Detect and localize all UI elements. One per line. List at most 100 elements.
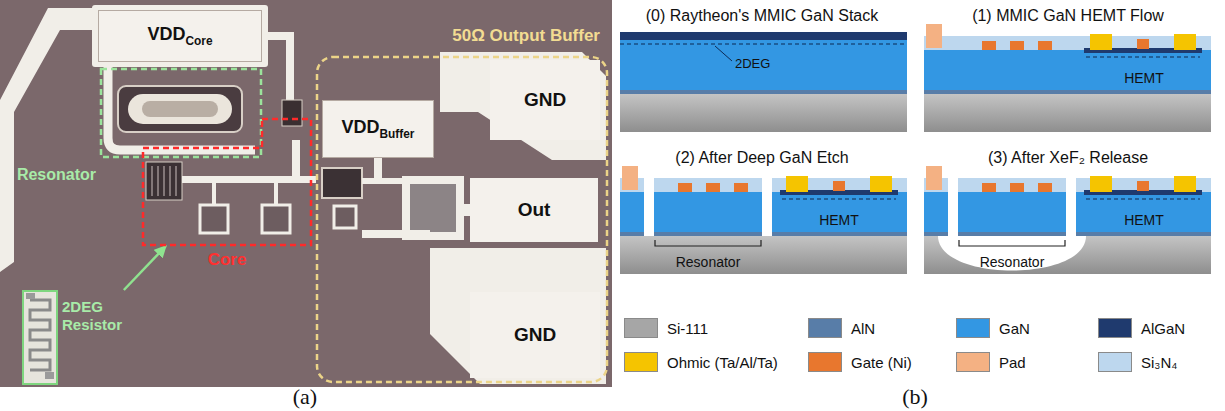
pad-subscript: Core <box>185 34 212 48</box>
legend-entry: Si₃N₄ <box>1098 352 1177 372</box>
micrograph <box>262 36 290 100</box>
legend-entry: Pad <box>956 352 1026 372</box>
node-text: VDD <box>147 24 185 44</box>
label-text-group: GND <box>524 89 566 111</box>
resonator-region: Resonator <box>100 68 262 158</box>
pointer-arrow <box>124 246 166 290</box>
region-outline <box>100 68 262 158</box>
bond-pad: VDDCore <box>98 10 262 62</box>
micrograph <box>292 140 300 178</box>
legend-swatch <box>808 352 842 372</box>
device-label: Resonator <box>962 254 1062 270</box>
node-label: 50Ω Output Buffer <box>316 26 600 46</box>
cross-section-1 <box>924 24 1211 132</box>
device-label: HEMT <box>815 212 863 228</box>
legend-entry: AlN <box>808 318 875 338</box>
cross-section-3 <box>948 174 1076 236</box>
cross-section-0 <box>620 90 907 94</box>
node-text: Out <box>518 199 551 220</box>
node-label: Core <box>142 250 312 270</box>
node-text: Core <box>208 250 247 269</box>
device-label: Resonator <box>658 254 758 270</box>
legend-entry: Gate (Ni) <box>808 352 912 372</box>
micrograph <box>0 0 612 387</box>
micrograph <box>440 52 606 160</box>
ground-pad: GND <box>490 60 600 140</box>
micrograph <box>262 205 290 233</box>
node-label: VDDBuffer <box>323 101 433 157</box>
label-text-group: Resonator <box>17 166 96 183</box>
legend-text: Si-111 <box>667 320 708 337</box>
cross-section-3 <box>924 166 1211 274</box>
bracket <box>959 240 1065 246</box>
core-region: Core <box>142 118 312 246</box>
micrograph <box>146 162 182 200</box>
node-label: GND <box>470 292 600 378</box>
step-title: (0) Raytheon's MMIC GaN Stack <box>612 7 912 25</box>
region-outline <box>142 118 312 246</box>
legend-text: Pad <box>999 354 1026 371</box>
legend-entry: Ohmic (Ta/Al/Ta) <box>624 352 778 372</box>
legend-swatch <box>1098 318 1132 338</box>
legend-entry: AlGaN <box>1098 318 1185 338</box>
legend-swatch <box>956 318 990 338</box>
node-label: VDDCore <box>99 11 261 61</box>
device-label: HEMT <box>1120 212 1168 228</box>
micrograph <box>200 205 228 233</box>
micrograph <box>92 5 268 67</box>
resistor-contact <box>45 372 54 379</box>
legend-text: Si₃N₄ <box>1141 354 1177 371</box>
node-text: 2DEG Resistor <box>62 298 122 333</box>
micrograph <box>108 66 255 150</box>
bond-pad: VDDBuffer <box>322 100 434 158</box>
node-label: GND <box>490 60 600 140</box>
cross-section-0 <box>620 40 907 90</box>
ground-pad: GND <box>470 292 600 378</box>
pad-subscript: Buffer <box>380 127 415 141</box>
legend-swatch <box>1098 352 1132 372</box>
micrograph <box>0 0 612 387</box>
resistor-contact <box>26 293 35 299</box>
micrograph <box>362 230 430 238</box>
dashed-outline <box>317 57 607 382</box>
cross-section-2 <box>644 174 772 236</box>
micrograph <box>118 86 242 132</box>
node-text: VDD <box>342 117 380 137</box>
micrograph <box>362 178 402 184</box>
label-text-group: VDDBuffer <box>342 117 415 141</box>
micrograph <box>128 94 232 124</box>
resistor-meander <box>30 300 50 370</box>
leader-line <box>715 46 732 61</box>
micrograph <box>374 158 382 178</box>
micrograph <box>334 206 356 228</box>
label-text-group: 2DEG Resistor <box>62 298 122 333</box>
cross-section-2 <box>620 166 907 274</box>
node-label: 2DEG Resistor <box>62 298 134 334</box>
node-text: Resonator <box>17 166 96 183</box>
cross-section-1 <box>924 24 1211 132</box>
legend-entry: Si-111 <box>624 318 708 338</box>
step-title: (1) MMIC GaN HEMT Flow <box>918 7 1218 25</box>
release-cavity <box>938 236 1086 271</box>
legend-text: Gate (Ni) <box>851 354 912 371</box>
node-text: GND <box>514 324 556 345</box>
micrograph <box>410 184 456 232</box>
label-text-group: GND <box>514 324 556 346</box>
legend-text: AlN <box>851 320 875 337</box>
label-text-group: Out <box>518 199 551 221</box>
legend-swatch <box>808 318 842 338</box>
inset-frame <box>23 291 57 384</box>
bracket <box>655 240 761 246</box>
label-text-group: Core <box>208 250 247 269</box>
node-label: Resonator <box>16 165 96 184</box>
legend-text: Ohmic (Ta/Al/Ta) <box>667 354 778 371</box>
resistor-inset: 2DEG Resistor <box>22 290 135 385</box>
legend-text: GaN <box>999 320 1030 337</box>
micrograph <box>152 166 176 196</box>
node-text: GND <box>524 89 566 110</box>
cross-section-0 <box>620 32 907 40</box>
